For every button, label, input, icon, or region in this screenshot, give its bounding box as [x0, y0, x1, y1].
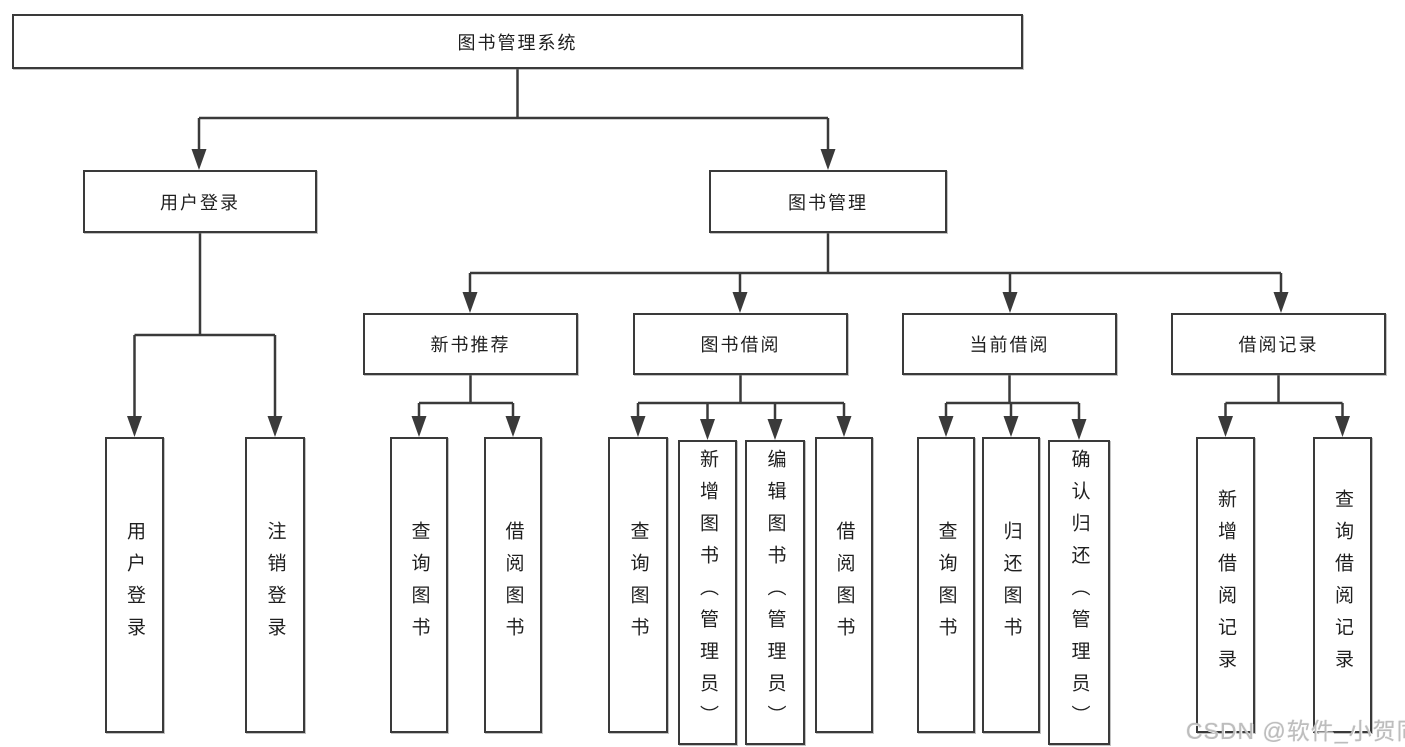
leaf-borrow-books: 借阅图书 — [815, 437, 873, 733]
node-new-book-recommendation: 新书推荐 — [363, 313, 578, 375]
node-label: 查询借阅记录 — [1332, 489, 1353, 681]
leaf-user-login: 用户登录 — [105, 437, 164, 733]
node-label: 图书管理 — [788, 192, 868, 213]
node-label: 借阅图书 — [833, 521, 855, 649]
node-label: 确认归还（管理员） — [1068, 448, 1090, 737]
leaf-add-borrow-record: 新增借阅记录 — [1196, 437, 1255, 733]
leaf-logout: 注销登录 — [245, 437, 305, 733]
node-label: 用户登录 — [124, 521, 145, 649]
leaf-query-books: 查询图书 — [917, 437, 975, 733]
leaf-query-borrow-record: 查询借阅记录 — [1313, 437, 1372, 733]
node-label: 编辑图书（管理员） — [764, 448, 786, 737]
node-book-borrowing: 图书借阅 — [633, 313, 848, 375]
node-label: 当前借阅 — [969, 335, 1050, 355]
node-label: 新增借阅记录 — [1215, 489, 1236, 681]
node-label: 查询图书 — [935, 521, 957, 649]
node-borrowing-records: 借阅记录 — [1171, 313, 1386, 375]
node-label: 借阅记录 — [1238, 335, 1319, 355]
leaf-edit-books-admin: 编辑图书（管理员） — [745, 440, 805, 745]
node-label: 图书借阅 — [700, 335, 781, 355]
leaf-return-books: 归还图书 — [982, 437, 1040, 733]
node-label: 查询图书 — [408, 521, 430, 649]
node-label: 用户登录 — [160, 192, 240, 213]
leaf-add-books-admin: 新增图书（管理员） — [678, 440, 737, 745]
node-label: 注销登录 — [264, 521, 286, 649]
leaf-confirm-return-admin: 确认归还（管理员） — [1048, 440, 1110, 745]
node-label: 查询图书 — [627, 521, 649, 649]
leaf-borrow-books: 借阅图书 — [484, 437, 542, 733]
node-label: 借阅图书 — [502, 521, 524, 649]
node-label: 新增图书（管理员） — [697, 448, 718, 737]
node-label: 图书管理系统 — [457, 32, 578, 53]
leaf-query-books: 查询图书 — [390, 437, 448, 733]
node-label: 归还图书 — [1000, 521, 1022, 649]
node-book-management: 图书管理 — [709, 170, 947, 233]
node-current-borrowing: 当前借阅 — [902, 313, 1117, 375]
node-user-login: 用户登录 — [83, 170, 317, 233]
leaf-query-books: 查询图书 — [608, 437, 668, 733]
node-label: 新书推荐 — [430, 335, 511, 355]
node-library-management-system: 图书管理系统 — [12, 14, 1023, 69]
csdn-watermark: CSDN @软件_小贺同学 — [1186, 718, 1405, 744]
